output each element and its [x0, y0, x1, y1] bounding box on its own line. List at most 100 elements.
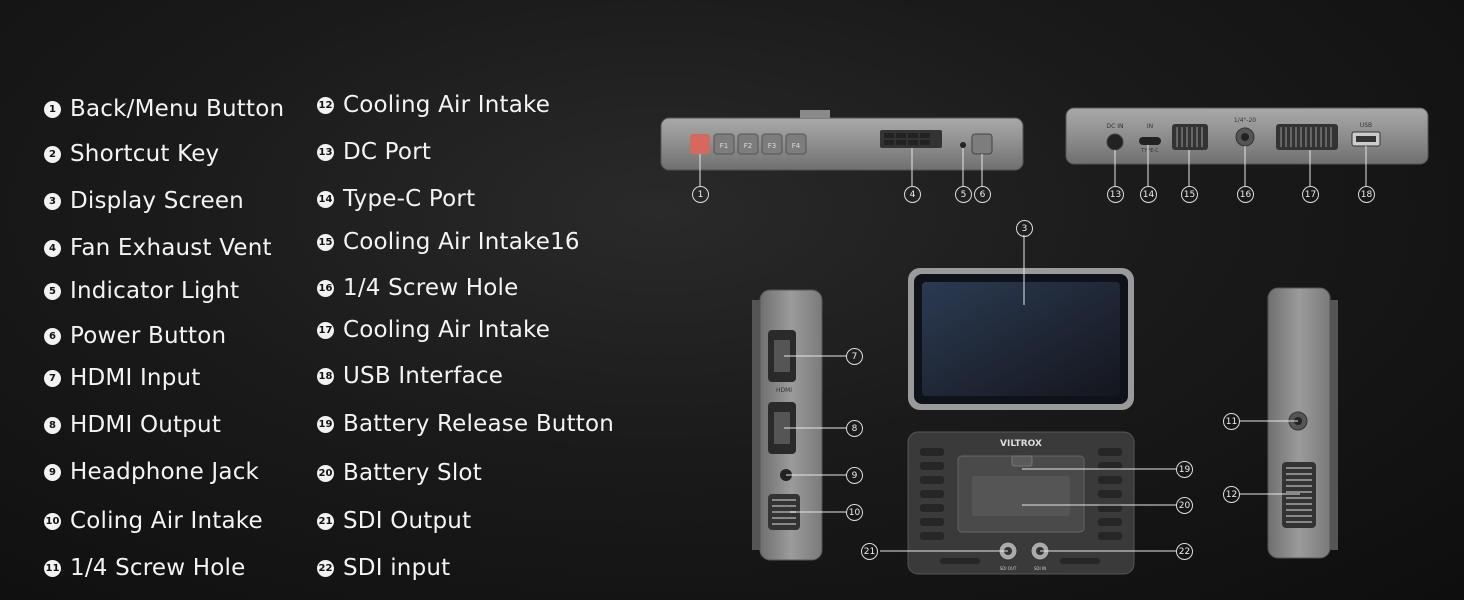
- legend-number: 6: [44, 327, 61, 345]
- cooling-air-intake-left: [1172, 124, 1208, 150]
- legend-item: 13 DC Port: [317, 139, 431, 165]
- legend-item: 11 1/4 Screw Hole: [44, 555, 246, 581]
- callout-18: 18: [1358, 186, 1375, 203]
- legend-number: 4: [44, 239, 61, 257]
- callout-8: 8: [846, 420, 863, 437]
- coling-air-intake: [768, 494, 800, 530]
- callout-10: 10: [846, 504, 863, 521]
- legend-number: 18: [317, 367, 334, 385]
- legend-item: 18 USB Interface: [317, 363, 503, 389]
- legend-label: DC Port: [343, 139, 432, 165]
- right-side-view: [1267, 287, 1338, 559]
- legend-label: Cooling Air Intake: [343, 317, 551, 343]
- legend-item: 1 Back/Menu Button: [44, 96, 284, 122]
- legend-label: Headphone Jack: [70, 459, 260, 485]
- legend-item: 21 SDI Output: [317, 508, 471, 534]
- svg-text:TYPE-C: TYPE-C: [1140, 148, 1159, 154]
- callout-21: 21: [861, 543, 878, 560]
- legend-label: Cooling Air Intake: [343, 92, 551, 118]
- legend-label: 1/4 Screw Hole: [343, 275, 519, 301]
- legend-number: 2: [44, 145, 61, 163]
- legend-item: 17 Cooling Air Intake: [317, 317, 550, 343]
- legend-label: SDI input: [343, 555, 451, 581]
- back-menu-button: [690, 134, 710, 154]
- svg-text:F4: F4: [792, 142, 801, 150]
- callout-15: 15: [1181, 186, 1198, 203]
- legend-item: 4 Fan Exhaust Vent: [44, 235, 272, 261]
- back-view: VILTROX SDI OUT SDI IN: [907, 431, 1135, 575]
- legend-label: 1/4 Screw Hole: [70, 555, 246, 581]
- legend-item: 2 Shortcut Key: [44, 141, 219, 167]
- power-button: [971, 133, 993, 155]
- legend-label: Type-C Port: [343, 186, 476, 212]
- legend-number: 1: [44, 100, 61, 118]
- callout-14: 14: [1140, 186, 1157, 203]
- legend-item: 7 HDMI Input: [44, 365, 201, 391]
- svg-text:F3: F3: [768, 142, 776, 150]
- svg-text:USB: USB: [1360, 122, 1372, 129]
- svg-text:SDI OUT: SDI OUT: [1000, 566, 1017, 571]
- legend-number: 8: [44, 416, 61, 434]
- legend-item: 3 Display Screen: [44, 188, 244, 214]
- legend-item: 8 HDMI Output: [44, 412, 221, 438]
- legend-label: Indicator Light: [70, 278, 240, 304]
- callout-3: 3: [1016, 220, 1033, 237]
- callout-22: 22: [1176, 543, 1193, 560]
- callout-4: 4: [904, 186, 921, 203]
- legend-number: 20: [317, 464, 334, 482]
- legend-number: 9: [44, 463, 61, 481]
- legend-item: 19 Battery Release Button: [317, 411, 614, 437]
- legend-label: Battery Release Button: [343, 411, 615, 437]
- legend-item: 15 Cooling Air Intake16: [317, 229, 580, 255]
- legend-label: Coling Air Intake: [70, 508, 263, 534]
- legend-item: 16 1/4 Screw Hole: [317, 275, 519, 301]
- callout-6: 6: [974, 186, 991, 203]
- callout-13: 13: [1107, 186, 1124, 203]
- legend-item: 10 Coling Air Intake: [44, 508, 263, 534]
- legend-label: Fan Exhaust Vent: [70, 235, 272, 261]
- legend-number: 14: [317, 190, 334, 208]
- legend-number: 16: [317, 279, 334, 297]
- legend-item: 9 Headphone Jack: [44, 459, 259, 485]
- legend-item: 12 Cooling Air Intake: [317, 92, 550, 118]
- legend-number: 22: [317, 559, 334, 577]
- callout-20: 20: [1176, 497, 1193, 514]
- legend-label: SDI Output: [343, 508, 472, 534]
- leader-lines: [699, 145, 1367, 552]
- svg-text:IN: IN: [1147, 123, 1153, 130]
- legend-number: 12: [317, 96, 334, 114]
- legend-item: 6 Power Button: [44, 323, 226, 349]
- svg-text:DC IN: DC IN: [1107, 123, 1124, 130]
- callout-12: 12: [1223, 486, 1240, 503]
- callout-5: 5: [955, 186, 972, 203]
- indicator-light: [960, 142, 966, 148]
- legend-number: 10: [44, 512, 61, 530]
- legend-label: USB Interface: [343, 363, 504, 389]
- callout-7: 7: [846, 348, 863, 365]
- legend-item: 22 SDI input: [317, 555, 450, 581]
- legend-number: 21: [317, 512, 334, 530]
- legend-number: 7: [44, 369, 61, 387]
- callout-9: 9: [846, 467, 863, 484]
- legend-number: 17: [317, 321, 334, 339]
- legend-label: Power Button: [70, 323, 227, 349]
- svg-text:VILTROX: VILTROX: [1000, 439, 1042, 449]
- svg-text:F1: F1: [720, 142, 728, 150]
- legend-number: 11: [44, 559, 61, 577]
- display-screen-view: [908, 268, 1134, 410]
- shortcut-keys: F1 F2 F3 F4: [713, 133, 807, 155]
- legend-number: 15: [317, 233, 334, 251]
- back-top-view: DC IN IN TYPE-C 1/4"-20: [1065, 107, 1429, 165]
- battery-release-button: [1011, 455, 1033, 467]
- legend-label: HDMI Input: [70, 365, 201, 391]
- legend-label: Shortcut Key: [70, 141, 220, 167]
- svg-text:1/4"-20: 1/4"-20: [1234, 117, 1256, 124]
- callout-17: 17: [1302, 186, 1319, 203]
- dc-port: [1106, 133, 1124, 151]
- legend-number: 5: [44, 282, 61, 300]
- legend-item: 20 Battery Slot: [317, 460, 482, 486]
- callout-11: 11: [1223, 413, 1240, 430]
- typec-port: [1139, 137, 1161, 145]
- callout-16: 16: [1237, 186, 1254, 203]
- legend-label: Battery Slot: [343, 460, 482, 486]
